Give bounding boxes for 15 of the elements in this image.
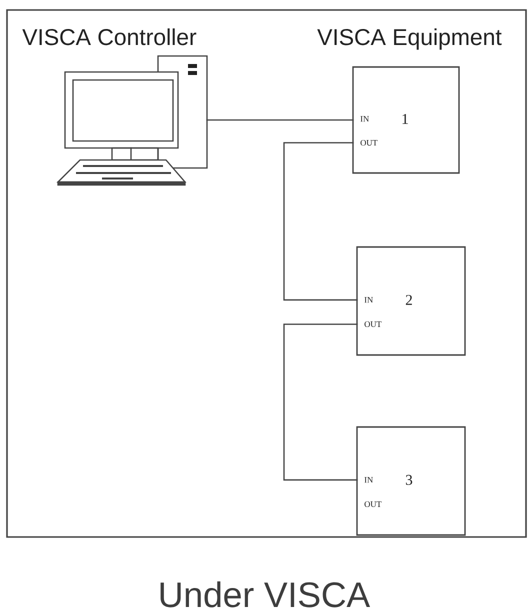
column-heading: VISCA Controller: [22, 28, 196, 46]
device-number: 2: [406, 294, 412, 305]
port-label: OUT: [360, 140, 378, 146]
port-label: IN: [364, 477, 373, 483]
port-label: IN: [364, 297, 373, 303]
device-number: 1: [402, 114, 408, 124]
connector-line: [206, 119, 354, 121]
connector-line: [283, 324, 358, 481]
device-number: 3: [406, 474, 412, 485]
port-label: OUT: [364, 321, 382, 328]
port-label: IN: [360, 116, 369, 122]
column-heading: VISCA Equipment: [317, 28, 502, 50]
caption: Under VISCA: [160, 581, 370, 608]
connector-line: [283, 142, 358, 301]
port-label: OUT: [364, 501, 382, 508]
